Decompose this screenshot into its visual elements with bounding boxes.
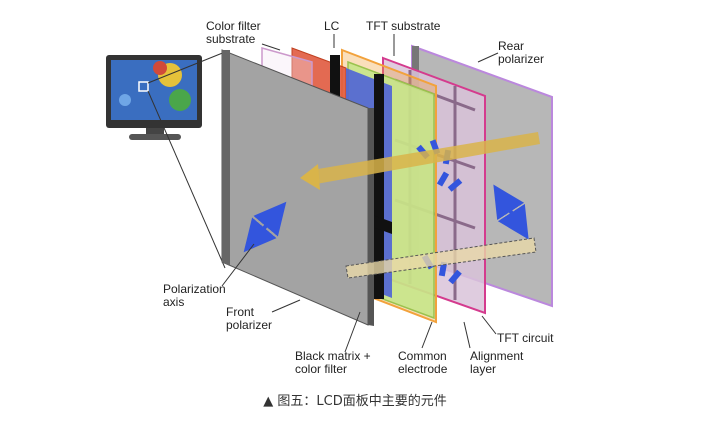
label-black-matrix: Black matrix + color filter bbox=[295, 350, 371, 376]
label-alignment-layer: Alignment layer bbox=[470, 350, 523, 376]
label-polarization-axis: Polarization axis bbox=[163, 283, 226, 309]
label-lc: LC bbox=[324, 20, 339, 33]
label-common-electrode: Common electrode bbox=[398, 350, 447, 376]
label-tft-circuit: TFT circuit bbox=[497, 332, 553, 345]
label-rear-polarizer: Rear polarizer bbox=[498, 40, 544, 66]
label-front-polarizer: Front polarizer bbox=[226, 306, 272, 332]
monitor-icon bbox=[106, 55, 202, 140]
label-tft-substrate: TFT substrate bbox=[366, 20, 440, 33]
figure-caption: ▲ 图五：LCD面板中主要的元件 bbox=[0, 390, 710, 409]
label-color-filter-substrate: Color filter substrate bbox=[206, 20, 261, 46]
